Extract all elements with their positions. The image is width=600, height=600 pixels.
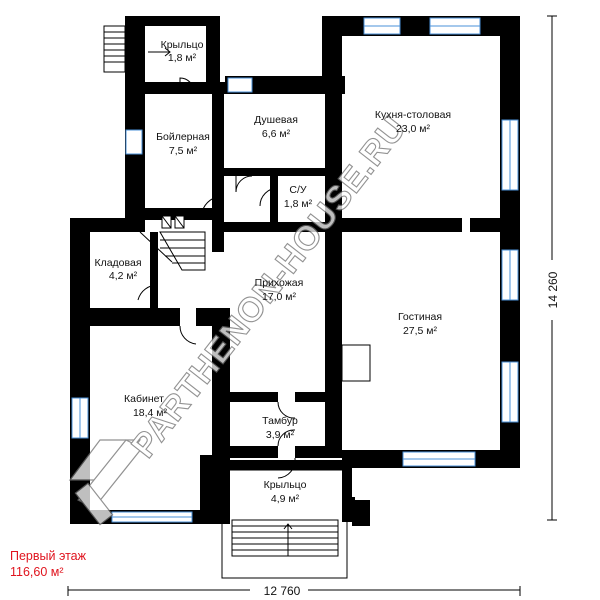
room-shower-name: Душевая [254,114,298,126]
room-study-area: 18,4 м² [133,407,168,419]
width-dimension: 12 760 [264,584,301,598]
room-kitchen-name: Кухня-столовая [375,109,451,121]
floor-title: Первый этаж [10,549,86,563]
floor-caption: Первый этаж 116,60 м² [10,548,86,580]
room-study-name: Кабинет [124,393,164,405]
height-dimension: 14 260 [546,271,560,308]
room-kitchen-area: 23,0 м² [396,123,431,135]
room-living-area: 27,5 м² [403,325,438,337]
floor-total-area: 116,60 м² [10,565,64,579]
room-porch-1-area: 1,8 м² [168,52,197,64]
room-shower-area: 6,6 м² [262,128,291,140]
room-storage-name: Кладовая [94,257,141,269]
doors-and-stairs [103,25,371,579]
room-vestibule-area: 3,9 м² [266,429,295,441]
room-living-name: Гостиная [398,311,442,323]
room-wc-area: 1,8 м² [284,198,313,210]
room-wc-name: С/У [289,184,307,196]
room-vestibule-name: Тамбур [262,415,298,427]
room-porch-2-name: Крыльцо [264,479,307,491]
walls [70,16,520,526]
room-porch-1-name: Крыльцо [161,39,204,51]
room-hall-area: 17,0 м² [262,291,297,303]
room-boiler-name: Бойлерная [156,131,210,143]
windows [71,17,519,523]
room-labels: Крыльцо 1,8 м² Бойлерная 7,5 м² Душевая … [94,39,451,505]
room-hall-name: Прихожая [255,277,304,289]
room-storage-area: 4,2 м² [109,270,138,282]
room-porch-2-area: 4,9 м² [271,493,300,505]
room-boiler-area: 7,5 м² [169,145,198,157]
fixtures [161,118,355,509]
